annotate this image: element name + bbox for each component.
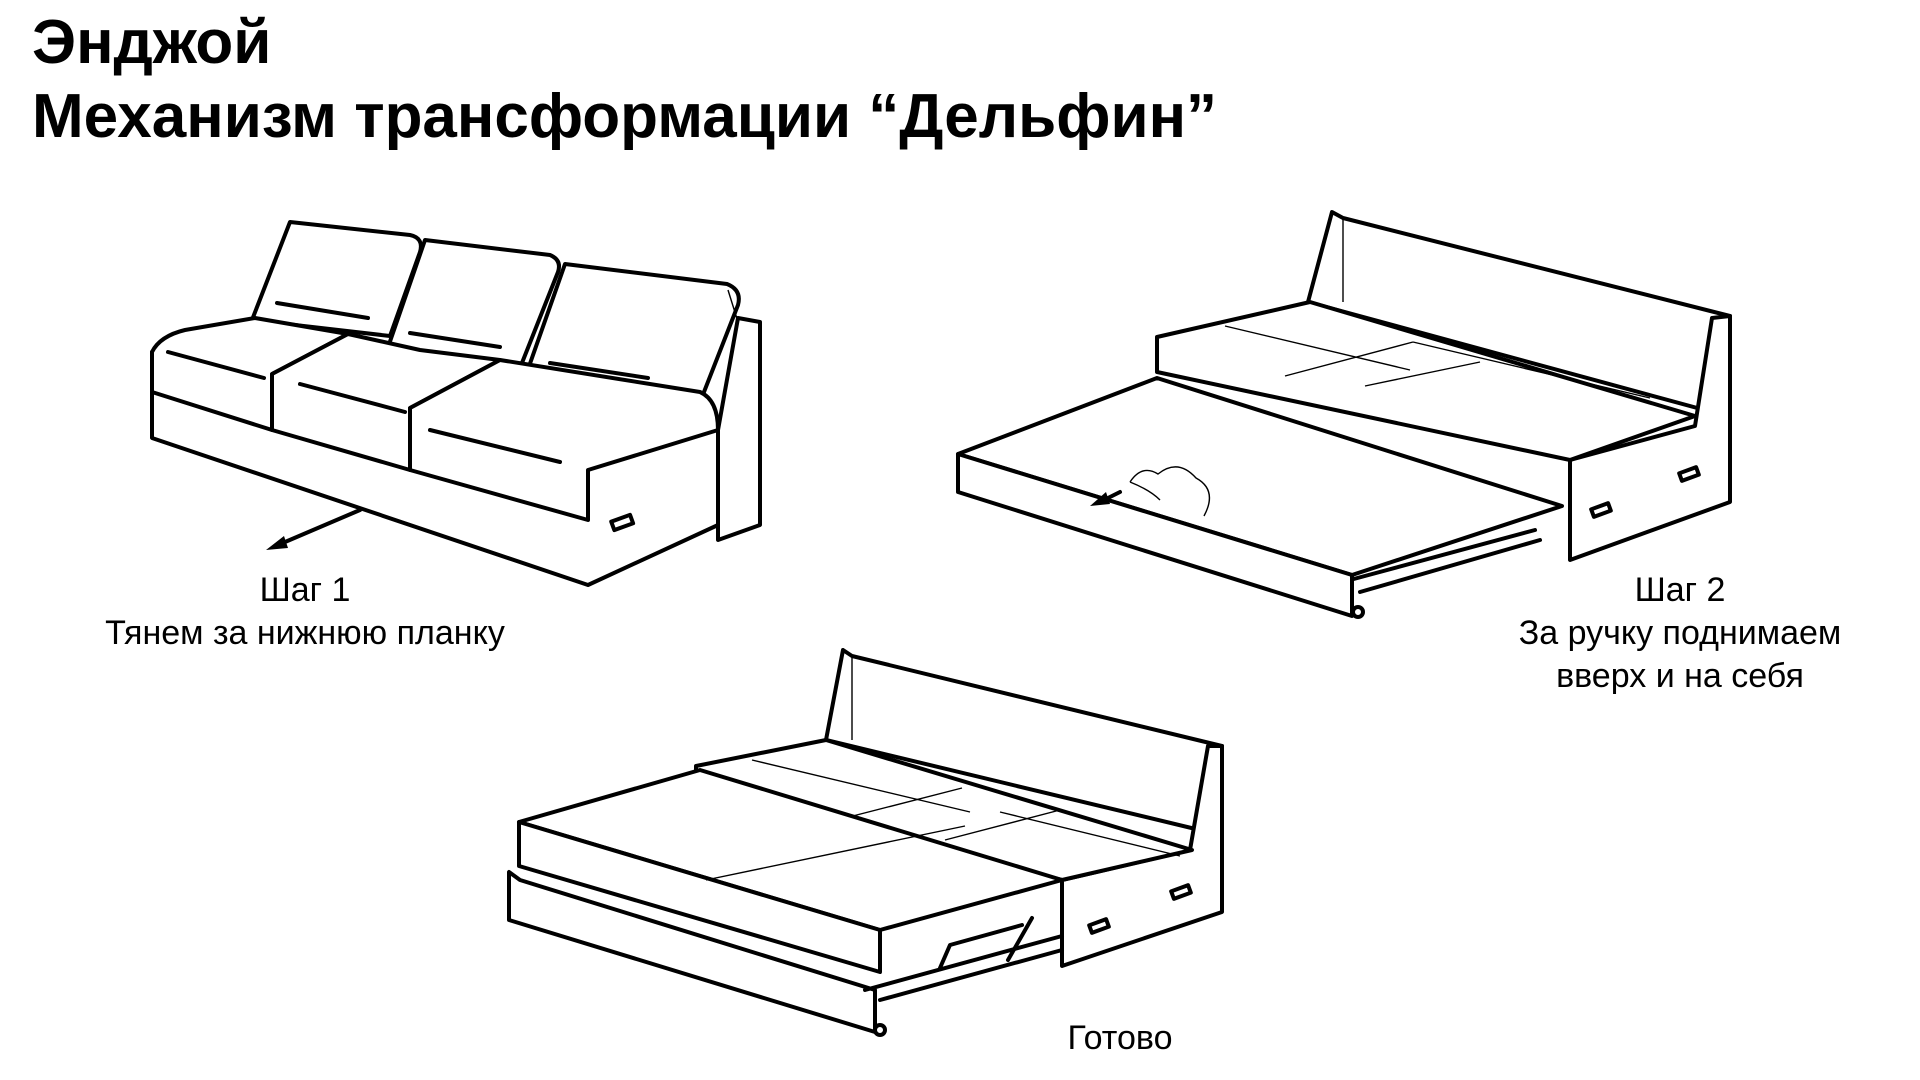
platform-front-edge — [956, 452, 1354, 618]
side-panel-right — [1568, 314, 1732, 562]
side-panel — [716, 316, 762, 542]
step-1-caption: Шаг 1 Тянем за нижнюю планку — [65, 569, 545, 655]
done-label: Готово — [1067, 1019, 1173, 1057]
pull-arrow-line — [276, 508, 362, 547]
front-mattress-edge — [517, 820, 882, 974]
pull-arrow-icon — [266, 536, 288, 550]
product-name: Энджой — [32, 8, 272, 77]
step-2-description-line-1: За ручку поднимаем — [1518, 614, 1842, 652]
step-1-description: Тянем за нижнюю планку — [105, 614, 505, 652]
step-2-label: Шаг 2 — [1634, 571, 1726, 609]
back-cushion-left — [250, 220, 423, 338]
done-caption: Готово — [1020, 1017, 1220, 1060]
sofa-bed-unfolded-illustration — [507, 648, 1224, 1037]
seat-cushion-right — [408, 358, 720, 522]
lift-arrow-icon — [1090, 492, 1110, 506]
back-cushion-middle — [383, 238, 561, 375]
step-1-label: Шаг 1 — [259, 571, 351, 609]
sofa-folded-illustration — [150, 220, 762, 587]
mechanism-title: Механизм трансформации “Дельфин” — [32, 82, 1218, 151]
step-2-description-line-2: вверх и на себя — [1556, 657, 1804, 695]
sofa-pulled-out-illustration — [956, 210, 1732, 619]
lower-drawer-frame — [507, 870, 877, 1034]
step-2-caption: Шаг 2 За ручку поднимаем вверх и на себя — [1470, 569, 1890, 698]
